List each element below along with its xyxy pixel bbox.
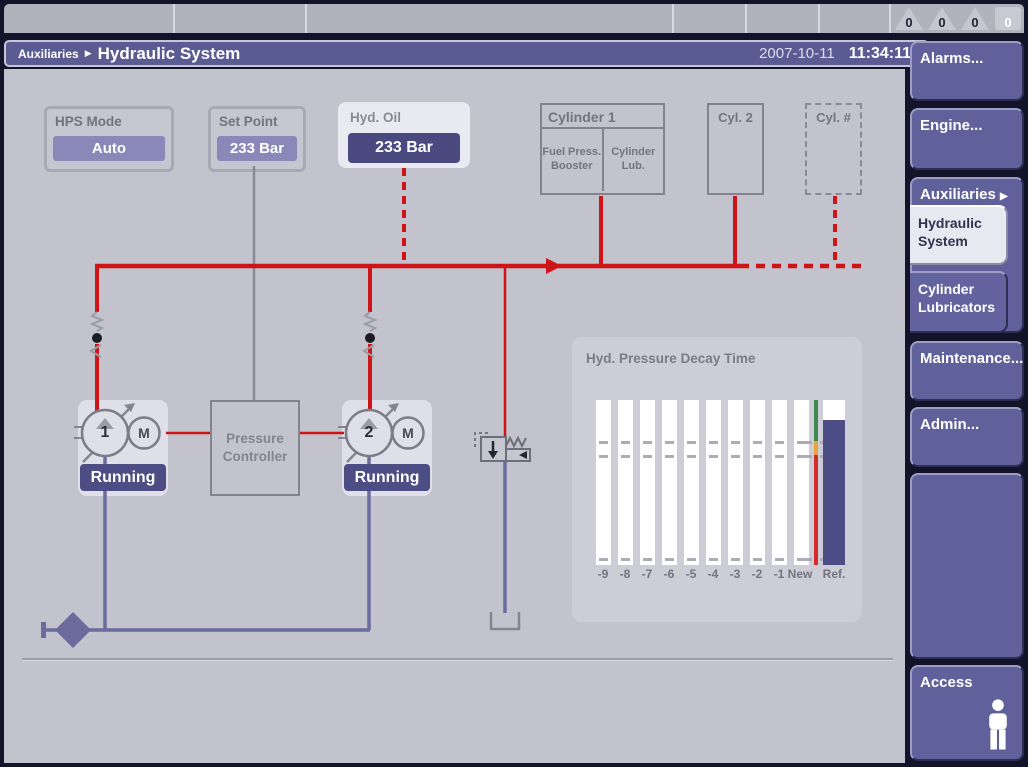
breadcrumb: Auxiliaries [18,46,79,61]
hyd-oil-value: 233 Bar [348,133,460,163]
history-bar [662,400,677,565]
sidebar-item-auxiliaries-label: Auxiliaries [920,186,996,203]
history-bar [750,400,765,565]
x-tick: -9 [597,567,609,581]
cylinder-1-title: Cylinder 1 [542,105,663,129]
cylinder-lub-cell: Cylinder Lub. [611,146,656,172]
sidebar-item-admin[interactable]: Admin... [910,407,1024,467]
pump-2-status-badge: Running [344,464,430,491]
history-bar [640,400,655,565]
top-status-strip: 0 0 0 0 [4,4,1024,33]
cylinder-n-title: Cyl. # [816,110,851,125]
strip-divider [818,4,820,33]
pump-2-motor-label: M [402,425,414,441]
time-display: 11:34:11 [848,44,911,62]
triangle-icon [895,7,923,30]
alarm-counter-3: 0 [960,5,990,32]
access-label: Access [920,674,973,691]
x-tick: -6 [663,567,675,581]
hyd-oil-box: Hyd. Oil 233 Bar [338,102,470,168]
cylinder-2-title: Cyl. 2 [718,110,753,125]
set-point-value[interactable]: 233 Bar [217,136,297,161]
pressure-controller-box: Pressure Controller [210,400,300,496]
strip-divider [745,4,747,33]
triangle-icon [961,7,989,30]
strip-divider [889,4,891,33]
cylinder-2-box: Cyl. 2 [707,103,764,195]
sidebar-item-cylinder-lubricators[interactable]: Cylinder Lubricators [910,271,1008,333]
chart-title: Hyd. Pressure Decay Time [586,351,756,366]
alarm-counter-value: 0 [971,15,979,30]
set-point-label: Set Point [219,114,278,129]
alarm-counter-value: 0 [905,15,913,30]
indicator-green-segment [814,400,818,441]
person-icon [989,699,1007,750]
strip-divider [305,4,307,33]
history-bar [728,400,743,565]
new-measurement-indicator [814,400,818,565]
hps-mode-label: HPS Mode [55,114,122,129]
x-tick: Ref. [822,567,846,581]
history-bar [618,400,633,565]
history-bar [596,400,611,565]
x-tick: -8 [619,567,631,581]
sidebar-item-engine[interactable]: Engine... [910,108,1024,170]
alarm-counter-4: 0 [993,5,1023,32]
x-tick: -2 [751,567,763,581]
history-bar [794,400,809,565]
sidebar-item-maintenance[interactable]: Maintenance... [910,341,1024,401]
breadcrumb-arrow-icon: ▶ [84,48,92,58]
fuel-press-booster-cell: Fuel Press. Booster [542,129,604,191]
alarm-counter-value: 0 [1004,15,1012,30]
hps-mode-value[interactable]: Auto [53,136,165,161]
x-tick: -3 [729,567,741,581]
cylinder-n-box: Cyl. # [805,103,862,195]
chevron-right-icon: ▶ [1000,191,1008,202]
title-bar: Auxiliaries ▶ Hydraulic System 2007-10-1… [4,40,929,67]
x-tick: -4 [707,567,719,581]
strip-divider [173,4,175,33]
history-bar [706,400,721,565]
bottom-divider [22,658,893,660]
sidebar-item-hydraulic-system[interactable]: Hydraulic System [910,205,1008,265]
pump-2-number: 2 [364,424,374,441]
history-bar [684,400,699,565]
x-tick: -7 [641,567,653,581]
date-display: 2007-10-11 [759,45,835,62]
cylinder-1-box: Cylinder 1 Fuel Press. Booster Cylinder … [540,103,665,195]
pump-1-motor-label: M [138,425,150,441]
pressure-decay-chart: Hyd. Pressure Decay Time -9 -8 -7 [572,337,862,622]
triangle-icon [928,7,956,30]
pump-1-number: 1 [100,424,110,441]
sidebar-item-alarms[interactable]: Alarms... [910,41,1024,101]
indicator-amber-segment [814,441,818,455]
ref-bar [823,420,845,565]
bottom-divider-highlight [22,660,893,661]
set-point-box: Set Point 233 Bar [208,106,306,172]
pump-1-status-badge: Running [80,464,166,491]
strip-divider [672,4,674,33]
counter-box [995,7,1021,30]
history-bar [772,400,787,565]
sidebar-item-access[interactable]: Access [910,665,1024,761]
hps-mode-box: HPS Mode Auto [44,106,174,172]
sidebar-spacer-panel [910,473,1024,659]
indicator-red-segment [814,455,818,565]
x-tick: New [787,567,813,581]
x-tick: -5 [685,567,697,581]
alarm-counter-1: 0 [894,5,924,32]
alarm-counter-2: 0 [927,5,957,32]
mimic-area: HPS Mode Auto Set Point 233 Bar Hyd. Oil… [4,69,905,763]
hyd-oil-label: Hyd. Oil [350,110,402,125]
page-title: Hydraulic System [97,43,241,63]
x-tick: -1 [773,567,785,581]
alarm-counter-value: 0 [938,15,946,30]
